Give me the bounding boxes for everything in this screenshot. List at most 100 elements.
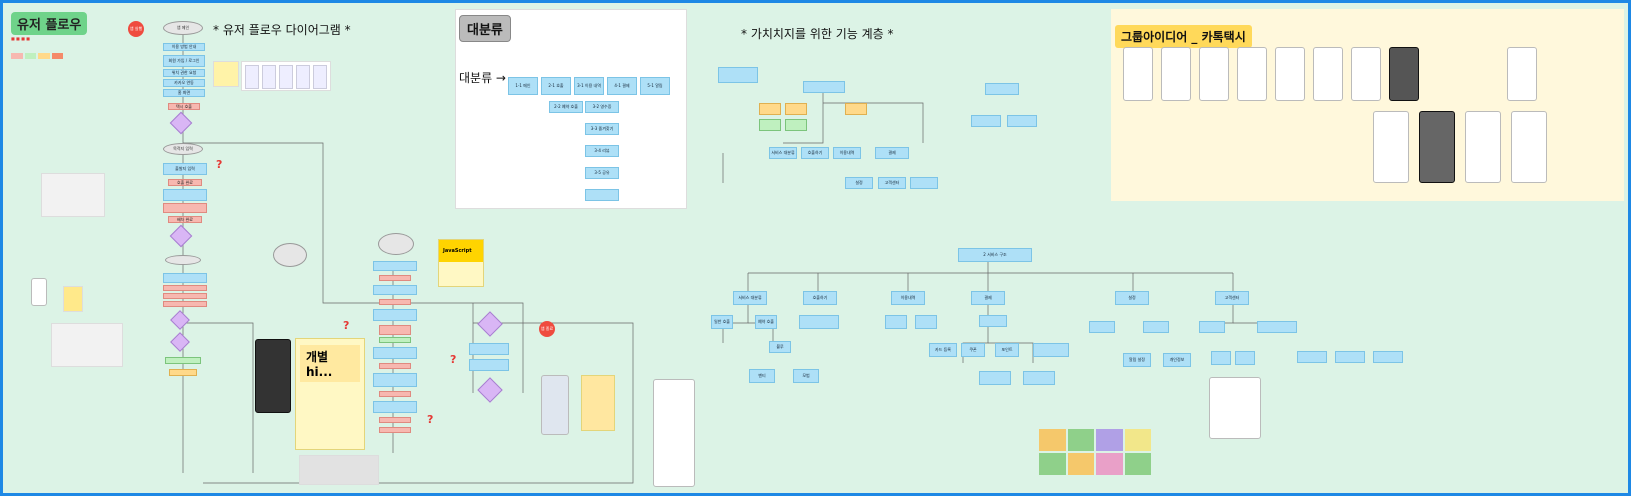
leaf-node-7[interactable] (1033, 343, 1069, 357)
sub-node-5[interactable] (915, 315, 937, 329)
screen-thumb-2[interactable] (1161, 47, 1191, 101)
leaf-node-4[interactable]: 카드 등록 (929, 343, 957, 357)
feature-group-b[interactable] (985, 83, 1019, 95)
flow-node-mid-10[interactable] (373, 373, 417, 387)
sketch-thumbnail-1[interactable] (213, 61, 239, 87)
flow-node-ride-status[interactable] (163, 273, 207, 283)
flow-node-favorite[interactable] (165, 357, 201, 364)
sub-node-1[interactable]: 일반 호출 (711, 315, 733, 329)
service-node-1[interactable]: 서비스 대분류 (733, 291, 767, 305)
phone-thumbnail-2[interactable] (541, 375, 569, 435)
sub-node-7[interactable] (1089, 321, 1115, 333)
leaf-node-8[interactable] (979, 371, 1011, 385)
flow-node-mid-4[interactable] (379, 299, 411, 305)
service-node-6[interactable]: 고객센터 (1215, 291, 1249, 305)
flow-node-origin[interactable]: 출발지 입력 (163, 163, 207, 175)
feature-node-1[interactable]: 서비스 대분류 (769, 147, 797, 159)
feature-node-9[interactable] (1007, 115, 1037, 127)
flow-node-right-2[interactable] (469, 359, 509, 371)
phone-profile-screen[interactable] (653, 379, 695, 487)
service-node-2[interactable]: 호출하기 (803, 291, 837, 305)
leaf-node-11[interactable]: 개인정보 (1163, 353, 1191, 367)
sub-node-3[interactable] (799, 315, 839, 329)
category-child-4[interactable]: 3-4 리뷰 (585, 145, 619, 157)
screen-thumb-10[interactable] (1373, 111, 1409, 183)
flow-node-receipt[interactable] (163, 293, 207, 299)
leaf-node-5[interactable]: 쿠폰 (961, 343, 985, 357)
category-item-3[interactable]: 3-1 이용 내역 (574, 77, 604, 95)
feature-node-8[interactable] (971, 115, 1001, 127)
doodle-thumbnail[interactable] (63, 286, 83, 312)
sub-node-8[interactable] (1143, 321, 1169, 333)
feature-tag-1[interactable] (759, 103, 781, 115)
leaf-node-3[interactable]: 모범 (793, 369, 819, 383)
flow-node-dispatch-done[interactable]: 배차 완료 (168, 216, 202, 223)
screen-thumb-13[interactable] (1511, 111, 1547, 183)
feature-node-3[interactable]: 이용내역 (833, 147, 861, 159)
screen-thumb-4[interactable] (1237, 47, 1267, 101)
feature-tag-2[interactable] (785, 103, 807, 115)
category-item-2[interactable]: 2-1 호출 (541, 77, 571, 95)
end-node[interactable]: 앱 종료 (539, 321, 555, 337)
category-child-6[interactable] (585, 189, 619, 201)
map-screenshot-2[interactable] (51, 323, 123, 367)
sub-node-6[interactable] (979, 315, 1007, 327)
flow-node-right-1[interactable] (469, 343, 509, 355)
flow-node-rate[interactable] (163, 301, 207, 307)
personal-note-card[interactable]: 개별 hi... (295, 338, 365, 450)
feature-node-4[interactable]: 결제 (875, 147, 909, 159)
flow-node-kakao[interactable]: 카카오 연동 (163, 79, 205, 87)
flow-node-mid-6[interactable] (379, 325, 411, 335)
screen-thumb-7[interactable] (1351, 47, 1381, 101)
service-node-3[interactable]: 이용내역 (891, 291, 925, 305)
leaf-node-2[interactable]: 벤티 (749, 369, 775, 383)
screen-thumb-12[interactable] (1465, 111, 1501, 183)
feature-tag-3[interactable] (845, 103, 867, 115)
leaf-node-13[interactable] (1235, 351, 1255, 365)
leaf-node-10[interactable]: 알림 설정 (1123, 353, 1151, 367)
feature-group-a[interactable] (803, 81, 845, 93)
flow-node-destination[interactable]: 목적지 입력 (163, 143, 203, 155)
wireframe-thumbnail-strip[interactable] (241, 61, 331, 91)
flow-node-finish[interactable] (169, 369, 197, 376)
screen-thumb-9[interactable] (1507, 47, 1537, 101)
leaf-node-1[interactable]: 블루 (769, 341, 791, 353)
category-child-3[interactable]: 3-3 즐겨찾기 (585, 123, 619, 135)
category-item-1[interactable]: 1-1 메인 (508, 77, 538, 95)
flow-node-mid-2[interactable] (379, 275, 411, 281)
sub-node-10[interactable] (1257, 321, 1297, 333)
flow-node-mid-3[interactable] (373, 285, 417, 295)
flow-node-pay[interactable] (163, 285, 207, 291)
screen-thumb-5[interactable] (1275, 47, 1305, 101)
sticky-note-javascript[interactable]: JavaScript (438, 239, 484, 287)
flow-node-mid-14[interactable] (379, 427, 411, 433)
service-node-4[interactable]: 결제 (971, 291, 1005, 305)
phone-thumbnail-3[interactable] (1209, 377, 1261, 439)
feature-root-left[interactable] (718, 67, 758, 83)
category-child-2[interactable]: 3-2 영수증 (585, 101, 619, 113)
category-item-4[interactable]: 4-1 결제 (607, 77, 637, 95)
feature-tag-4[interactable] (759, 119, 781, 131)
flow-node-guide[interactable]: 이용 방법 안내 (163, 43, 205, 51)
screen-thumb-8[interactable] (1389, 47, 1419, 101)
category-item-5[interactable]: 5-1 알림 (640, 77, 670, 95)
feature-node-6[interactable]: 고객센터 (878, 177, 906, 189)
leaf-node-12[interactable] (1211, 351, 1231, 365)
flow-node-mid-8[interactable] (373, 347, 417, 359)
flow-node-call[interactable]: 택시 호출 (168, 103, 200, 110)
flow-node-mid-1[interactable] (373, 261, 417, 271)
map-screenshot-1[interactable] (41, 173, 105, 217)
flow-node-mid-13[interactable] (379, 417, 411, 423)
flow-node-mid-7[interactable] (379, 337, 411, 343)
flow-node-dispatch[interactable] (163, 203, 207, 213)
leaf-node-9[interactable] (1023, 371, 1055, 385)
flow-node-mid-oval[interactable] (273, 243, 307, 267)
feature-node-5[interactable]: 설정 (845, 177, 873, 189)
flow-node-call-done[interactable]: 호출 완료 (168, 179, 202, 186)
leaf-node-6[interactable]: 포인트 (995, 343, 1019, 357)
flow-node-app-main[interactable]: 앱 메인 (163, 21, 203, 35)
leaf-node-15[interactable] (1335, 351, 1365, 363)
flow-node-location[interactable]: 위치 권한 요청 (163, 69, 205, 77)
gray-note-block[interactable] (299, 455, 379, 485)
flow-node-mid-11[interactable] (379, 391, 411, 397)
